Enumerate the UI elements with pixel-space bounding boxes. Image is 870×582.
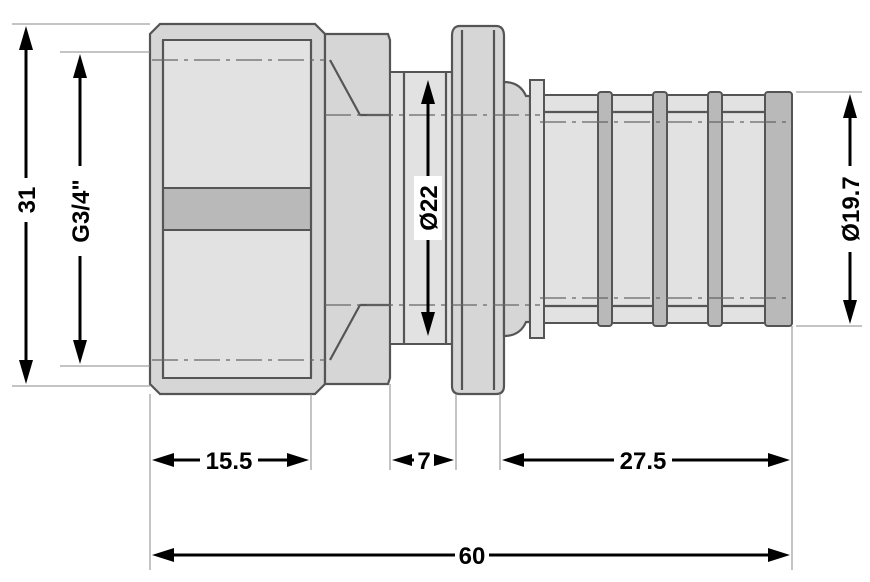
label-neck-length: 7 — [417, 448, 430, 475]
label-overall-length: 60 — [459, 543, 486, 570]
fitting-body — [148, 22, 793, 396]
label-outer-diameter: Ø19.7 — [838, 176, 865, 241]
center-lines — [152, 59, 792, 361]
flange — [450, 24, 506, 396]
label-thread-size: G3/4" — [68, 179, 95, 242]
dimension-labels: 31 G3/4" Ø22 Ø19.7 15.5 7 27.5 60 — [12, 166, 865, 570]
collar — [323, 32, 392, 386]
barb-ring-3 — [707, 91, 723, 327]
extension-lines — [12, 23, 862, 570]
barb-ring-1 — [597, 91, 613, 327]
hex-nut-edge — [162, 187, 312, 231]
barb-ring-0 — [529, 79, 545, 339]
label-overall-height: 31 — [14, 187, 41, 214]
barb-ring-4 — [764, 91, 793, 327]
hex-nut-flat-bottom — [162, 229, 312, 379]
barb-ring-2 — [652, 91, 668, 327]
hex-nut-flat-top — [162, 39, 312, 189]
label-inner-diameter: Ø22 — [416, 185, 443, 230]
label-nut-length: 15.5 — [206, 448, 253, 475]
label-barb-length: 27.5 — [620, 448, 667, 475]
barb-shoulder — [502, 80, 532, 338]
